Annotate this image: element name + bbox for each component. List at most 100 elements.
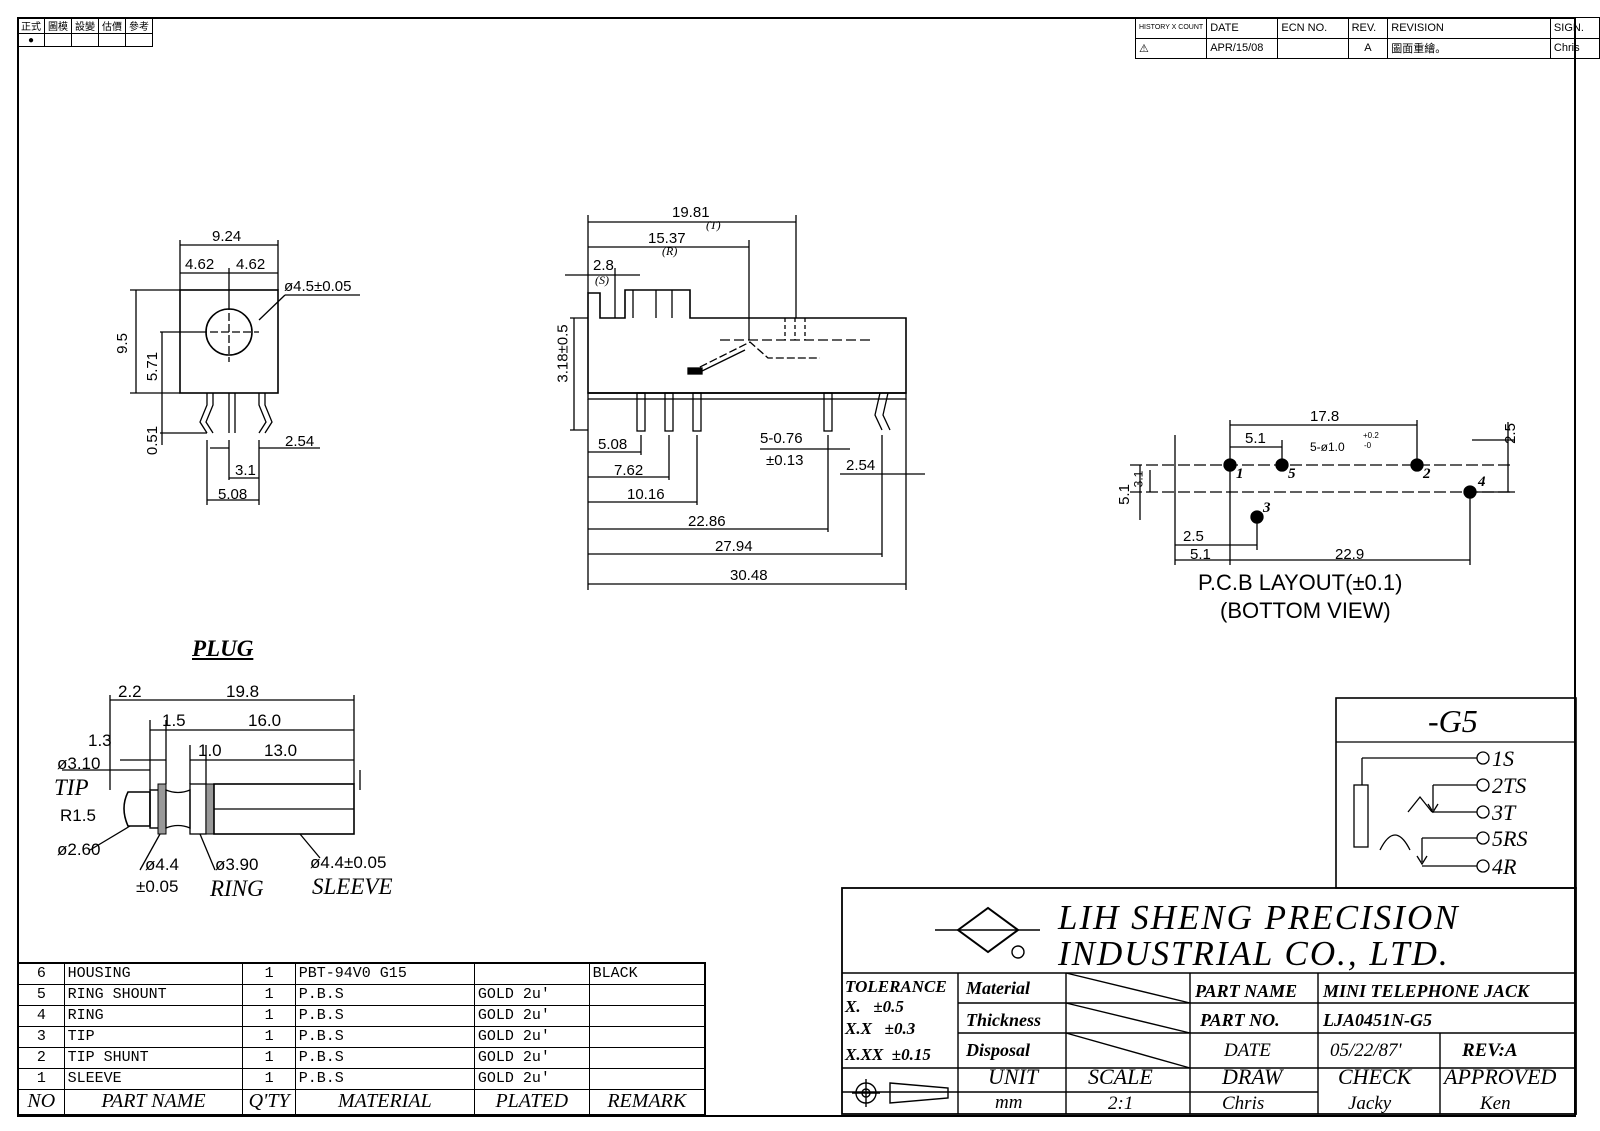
dim-pitch: 2.54 bbox=[285, 433, 315, 450]
bom-cell: 4 bbox=[17, 1004, 65, 1027]
pcb-hole-tol-dn: -0 bbox=[1364, 441, 1372, 450]
tolerance-1: X. ±0.5 bbox=[845, 997, 904, 1016]
dim-pin: 5-0.76 bbox=[760, 430, 803, 447]
tolerance-title: TOLERANCE bbox=[845, 977, 947, 996]
bom-header: MATERIAL bbox=[294, 1088, 475, 1116]
dim-p508: 5.08 bbox=[218, 486, 248, 503]
plug-dim-22: 2.2 bbox=[118, 682, 142, 701]
tolerance-2: X.X ±0.3 bbox=[845, 1019, 916, 1038]
dim-3048: 30.48 bbox=[730, 567, 768, 584]
dim-hole: ø4.5±0.05 bbox=[284, 278, 352, 295]
plug-dim-44-tol: ±0.05 bbox=[136, 877, 179, 896]
part-name-label: PART NAME bbox=[1195, 981, 1298, 1001]
plug-dim-198: 19.8 bbox=[226, 682, 260, 701]
approval-boxes: 正式圖模設變估價參考 ● bbox=[17, 17, 153, 47]
title-block-lines bbox=[841, 887, 1577, 1115]
pcb-pin-4: 4 bbox=[1478, 474, 1486, 490]
dim-s: (S) bbox=[595, 273, 609, 287]
bom-cell: 2 bbox=[17, 1046, 65, 1069]
pcb-dim-51b: 5.1 bbox=[1190, 546, 1211, 563]
bom-cell: 6 bbox=[17, 962, 65, 985]
dim-318: 3.18±0.5 bbox=[554, 324, 572, 383]
side-view bbox=[565, 215, 925, 590]
plug-dim-13: 1.3 bbox=[88, 731, 112, 750]
bom-cell: SLEEVE bbox=[63, 1067, 244, 1090]
pcb-dim-31: 3.1 bbox=[1131, 470, 1146, 488]
plug-ring-label: RING bbox=[210, 876, 264, 901]
plug-dim-260: ø2.60 bbox=[57, 840, 101, 859]
check-value: Jacky bbox=[1348, 1093, 1392, 1114]
pcb-pin-1: 1 bbox=[1236, 466, 1244, 482]
draw-label: DRAW bbox=[1222, 1064, 1283, 1089]
revision-header: ECN NO. bbox=[1277, 17, 1349, 39]
company-name-2: INDUSTRIAL CO., LTD. bbox=[1058, 934, 1450, 973]
scale-label: SCALE bbox=[1088, 1064, 1153, 1089]
revision-cell: Chris bbox=[1549, 37, 1600, 59]
bom-cell: P.B.S bbox=[294, 1004, 475, 1027]
check-label: CHECK bbox=[1338, 1064, 1412, 1089]
plug-dim-15: 1.5 bbox=[162, 711, 186, 730]
pcb-pin-2: 2 bbox=[1423, 466, 1431, 482]
bom-header: NO bbox=[17, 1088, 65, 1116]
pcb-pin-5: 5 bbox=[1288, 466, 1296, 482]
pcb-dim-229: 22.9 bbox=[1335, 546, 1365, 563]
thickness-label: Thickness bbox=[966, 1010, 1042, 1030]
dim-762: 7.62 bbox=[614, 462, 644, 479]
part-name-value: MINI TELEPHONE JACK bbox=[1323, 981, 1530, 1001]
schematic-pin-2ts: 2TS bbox=[1492, 773, 1527, 798]
dim-508: 5.08 bbox=[598, 436, 628, 453]
revision-header: REVISION bbox=[1387, 17, 1551, 39]
bom-cell: 1 bbox=[242, 962, 296, 985]
draw-value: Chris bbox=[1222, 1093, 1265, 1114]
tolerance-3: X.XX ±0.15 bbox=[845, 1045, 931, 1064]
dim-1981: 19.81 bbox=[672, 204, 710, 221]
bom-cell: 1 bbox=[242, 1004, 296, 1027]
pcb-pin-3: 3 bbox=[1263, 500, 1271, 516]
dim-r: (R) bbox=[662, 244, 678, 258]
bom-cell: P.B.S bbox=[294, 983, 475, 1006]
bom-cell: 1 bbox=[242, 1046, 296, 1069]
part-no-label: PART NO. bbox=[1200, 1010, 1280, 1030]
bom-cell: P.B.S bbox=[294, 1067, 475, 1090]
bom-cell: HOUSING bbox=[63, 962, 244, 985]
plug-sleeve-label: SLEEVE bbox=[312, 874, 393, 899]
bom-cell: P.B.S bbox=[294, 1046, 475, 1069]
dim-p31: 3.1 bbox=[235, 462, 256, 479]
bom-cell: 1 bbox=[17, 1067, 65, 1090]
bom-header: REMARK bbox=[588, 1088, 706, 1116]
schematic-title: -G5 bbox=[1428, 703, 1478, 739]
bom-cell bbox=[588, 1025, 706, 1048]
plug-dim-44: ø4.4 bbox=[145, 855, 180, 874]
bom-cell: P.B.S bbox=[294, 1025, 475, 1048]
date-value: 05/22/87' bbox=[1330, 1040, 1402, 1061]
bom-header: PART NAME bbox=[63, 1088, 244, 1116]
bom-cell bbox=[588, 983, 706, 1006]
dim-2794: 27.94 bbox=[715, 538, 753, 555]
schematic-pin-4r: 4R bbox=[1492, 854, 1517, 879]
bom-cell: TIP bbox=[63, 1025, 244, 1048]
dim-h-total: 9.5 bbox=[113, 333, 131, 354]
bom-cell bbox=[473, 962, 590, 985]
approval-mark: ● bbox=[17, 33, 45, 47]
disposal-label: Disposal bbox=[966, 1040, 1031, 1060]
bom-cell: BLACK bbox=[588, 962, 706, 985]
pcb-dim-178: 17.8 bbox=[1310, 408, 1340, 425]
revision-cell: A bbox=[1347, 37, 1389, 59]
bom-cell bbox=[588, 1046, 706, 1069]
plug-dim-310: ø3.10 bbox=[57, 754, 101, 773]
bom-header: PLATED bbox=[473, 1088, 590, 1116]
plug-dim-160: 16.0 bbox=[248, 711, 282, 730]
revision-cell: APR/15/08 bbox=[1206, 37, 1279, 59]
dim-w-left: 4.62 bbox=[185, 256, 215, 273]
plug-dim-390: ø3.90 bbox=[215, 855, 259, 874]
dim-w-right: 4.62 bbox=[236, 256, 266, 273]
pcb-layout bbox=[1130, 420, 1515, 565]
approved-value: Ken bbox=[1480, 1093, 1511, 1114]
material-label: Material bbox=[966, 978, 1031, 998]
pcb-dim-25r: 2.5 bbox=[1501, 423, 1519, 444]
